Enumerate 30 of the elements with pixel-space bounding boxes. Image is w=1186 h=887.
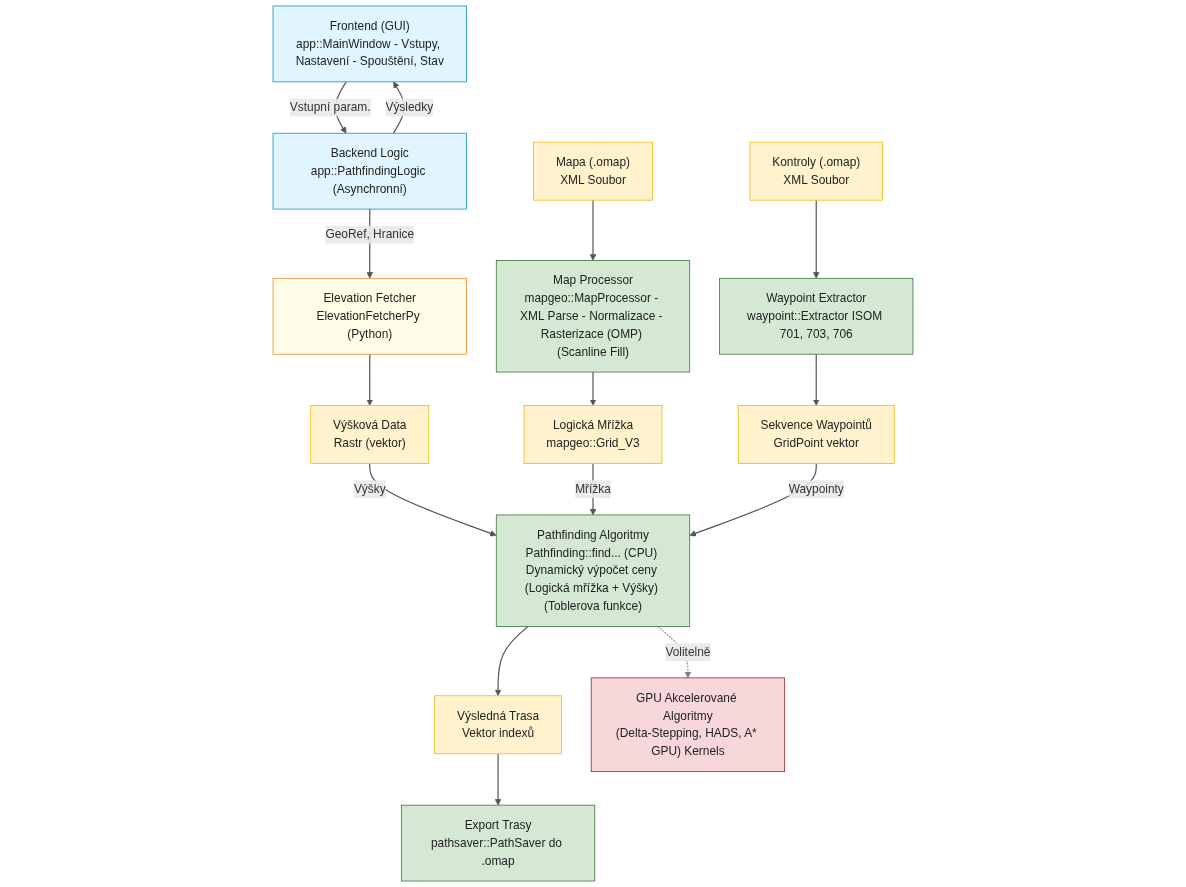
arrow <box>369 463 497 537</box>
edge-label: Mřížka <box>575 482 611 496</box>
node-box: Výsledná Trasa Vektor indexů <box>434 695 562 755</box>
arrow <box>494 625 529 697</box>
node-box: Waypoint Extractor waypoint::Extractor ISOM 701, 703, 706 <box>719 277 914 355</box>
arrow <box>589 371 597 406</box>
arrow <box>812 353 820 406</box>
arrow <box>494 753 502 806</box>
node-box: Map Processor mapgeo::MapProcessor - XML Parse - Normalizace - Rasterizace (OMP) (Scanline Fill) <box>495 260 691 373</box>
node-box: Kontroly (.omap) XML Soubor <box>749 141 883 201</box>
arrow <box>812 199 820 279</box>
node-box: GPU Akcelerované Algoritmy (Delta-Stepping, HADS, A* GPU) Kernels <box>590 677 786 773</box>
edge-label: Výsledky <box>385 100 434 114</box>
node-box: Export Trasy pathsaver::PathSaver do .omap <box>400 804 596 882</box>
arrow <box>366 353 374 406</box>
edge-label: Waypointy <box>788 482 844 496</box>
node-box: Pathfinding Algoritmy Pathfinding::find... (CPU) Dynamický výpočet ceny (Logická mřížka + Výšky) (Toblerova funkce) <box>495 514 691 627</box>
node-box: Mapa (.omap) XML Soubor <box>533 141 653 201</box>
node-box: Logická Mřížka mapgeo::Grid_V3 <box>523 405 663 464</box>
node-box: Sekvence Waypointů GridPoint vektor <box>737 405 895 464</box>
edge-label: Vstupní param. <box>289 100 371 114</box>
edge-label: Výšky <box>353 482 386 496</box>
node-box: Frontend (GUI) app::MainWindow - Vstupy, Nastavení - Spouštění, Stav <box>272 5 467 83</box>
node-box: Výšková Data Rastr (vektor) <box>310 405 430 464</box>
node-box: Backend Logic app::PathfindingLogic (Asynchronní) <box>272 132 467 210</box>
arrow <box>589 199 597 261</box>
node-box: Elevation Fetcher ElevationFetcherPy (Python) <box>272 277 467 355</box>
arrow <box>657 625 692 679</box>
edge-label: Volitelně <box>665 645 711 659</box>
edge-label: GeoRef, Hranice <box>325 228 415 241</box>
